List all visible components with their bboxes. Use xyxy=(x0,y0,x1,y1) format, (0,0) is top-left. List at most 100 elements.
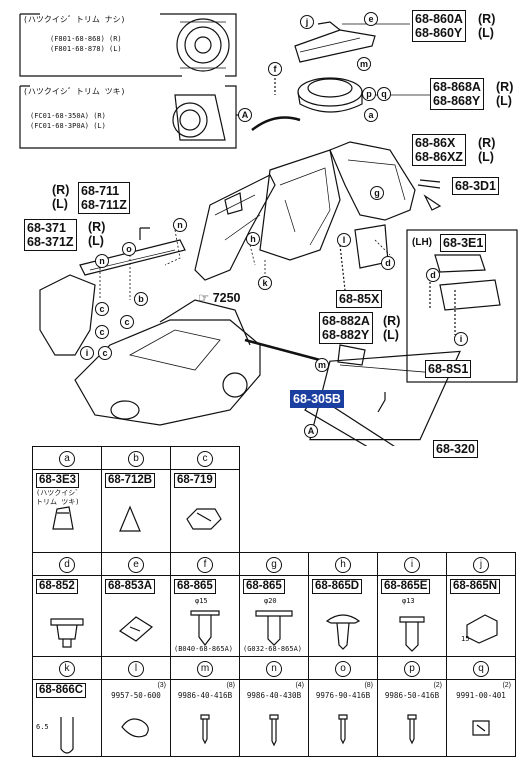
part-label-8s1: 68-8S1 xyxy=(425,360,472,378)
table-letter: a xyxy=(59,451,75,467)
table-cell-h: h 68-865D xyxy=(308,552,378,657)
table-letter: c xyxy=(197,451,213,467)
part-side-868: (R)(L) xyxy=(496,80,514,108)
table-quantity: (2) xyxy=(502,682,511,689)
part-side-860: (R)(L) xyxy=(478,12,496,40)
speaker-no-title: (ハツクイシ゛トリム ナシ) xyxy=(23,15,126,24)
table-part-number: 68-719 xyxy=(174,473,216,488)
table-part-number: 68-712B xyxy=(105,473,156,488)
part-label-85x: 68-85X xyxy=(336,290,383,308)
callout-n: n xyxy=(95,254,109,268)
table-dimension: 15 xyxy=(461,635,470,643)
part-label-7250: ☞ 7250 xyxy=(198,291,241,305)
table-part-number: 68-865 xyxy=(243,579,285,594)
table-letter: l xyxy=(128,661,144,677)
callout-c: c xyxy=(120,315,134,329)
callout-c: c xyxy=(95,302,109,316)
table-cell-c: c 68-719 xyxy=(170,446,240,553)
callout-c: c xyxy=(98,346,112,360)
table-dimension: 6.5 xyxy=(36,723,49,731)
table-part-number: 9957-50-600 xyxy=(111,691,161,700)
part-g-illustration xyxy=(255,610,293,646)
part-p-illustration xyxy=(407,714,417,745)
callout-n: n xyxy=(173,218,187,232)
callout-h: h xyxy=(246,232,260,246)
callout-m: m xyxy=(315,358,329,372)
callout-q: q xyxy=(377,87,391,101)
part-label-3e1: 68-3E1 xyxy=(440,234,487,252)
part-o-illustration xyxy=(338,714,348,745)
table-part-number: 68-865N xyxy=(450,579,501,594)
table-part-number: 9986-50-416B xyxy=(384,691,440,700)
table-part-number: 9976-90-416B xyxy=(315,691,371,700)
table-letter: m xyxy=(197,661,213,677)
table-letter: g xyxy=(266,557,282,573)
table-letter: f xyxy=(197,557,213,573)
table-part-number: 68-866C xyxy=(36,683,87,698)
callout-l: l xyxy=(337,233,351,247)
part-side-882: (R)(L) xyxy=(383,314,401,342)
part-q-illustration xyxy=(472,720,490,736)
table-part-number: 9986-40-416B xyxy=(177,691,233,700)
table-letter: q xyxy=(473,661,489,677)
part-e-illustration xyxy=(118,616,154,642)
callout-m: m xyxy=(357,57,371,71)
callout-g: g xyxy=(370,186,384,200)
table-quantity: (2) xyxy=(433,682,442,689)
part-d-illustration xyxy=(50,618,84,648)
table-quantity: (8) xyxy=(226,682,235,689)
table-letter: p xyxy=(404,661,420,677)
part-i-illustration xyxy=(399,616,425,652)
table-part-number: 68-3E3 xyxy=(36,473,80,488)
table-part-number: 9991-00-401 xyxy=(456,691,506,700)
table-dimension: φ20 xyxy=(264,597,277,605)
table-note: (G032-68-865A) xyxy=(243,645,303,653)
table-letter: b xyxy=(128,451,144,467)
table-letter: n xyxy=(266,661,282,677)
part-side-86x: (R)(L) xyxy=(478,136,496,164)
part-label-320: 68-320 xyxy=(433,440,478,458)
table-cell-g: g 68-865 (G032-68-865A) φ20 xyxy=(239,552,309,657)
part-n-illustration xyxy=(269,714,279,747)
table-cell-j: j 68-865N 15 xyxy=(446,552,516,657)
ref-a-marker: A xyxy=(238,108,252,122)
callout-i: i xyxy=(80,346,94,360)
table-letter: o xyxy=(335,661,351,677)
table-letter: h xyxy=(335,557,351,573)
callout-j: j xyxy=(300,15,314,29)
ref-a-marker: A xyxy=(304,424,318,438)
table-quantity: (8) xyxy=(364,682,373,689)
part-side-711: (R)(L) xyxy=(52,183,70,211)
table-letter: i xyxy=(404,557,420,573)
speaker-yes-title: (ハツクイシ゛トリム ツキ) xyxy=(23,87,126,96)
part-k-illustration xyxy=(60,717,74,754)
part-f-illustration xyxy=(190,610,220,646)
callout-f: f xyxy=(268,62,282,76)
part-label-305b-highlighted[interactable]: 68-305B xyxy=(290,390,344,408)
part-c-illustration xyxy=(186,508,222,530)
table-part-number: 68-865D xyxy=(312,579,363,594)
table-part-number: 9986-40-430B xyxy=(246,691,302,700)
table-part-number: 68-852 xyxy=(36,579,78,594)
callout-a: a xyxy=(364,108,378,122)
table-cell-p: p 9986-50-416B (2) xyxy=(377,656,447,757)
callout-i: i xyxy=(454,332,468,346)
table-note: (B040-68-865A) xyxy=(174,645,234,653)
table-letter: e xyxy=(128,557,144,573)
table-part-number: 68-865 xyxy=(174,579,216,594)
part-l-illustration xyxy=(121,718,149,738)
table-letter: j xyxy=(473,557,489,573)
table-note: トリム ツキ) xyxy=(36,498,80,506)
